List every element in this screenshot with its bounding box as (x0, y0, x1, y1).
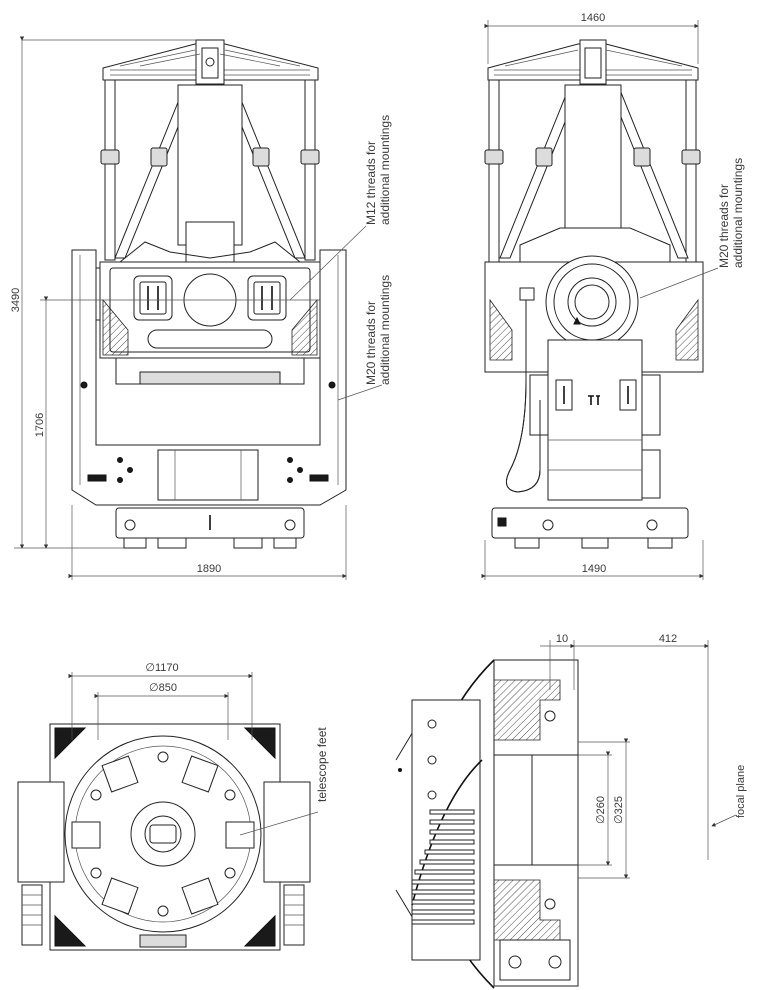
dim-sub-height-label: 1706 (34, 413, 46, 437)
dim-offset-label: 10 (556, 633, 568, 645)
front-dimensions (14, 36, 347, 580)
dim-side-bottom-width: 1490 (582, 563, 606, 575)
side-base (491, 507, 689, 549)
dim-height-label: 3490 (10, 288, 22, 312)
front-base (115, 507, 305, 549)
section-dimensions (540, 640, 737, 879)
leader-m20 (337, 384, 383, 401)
dim-inner-diameter: ∅850 (149, 682, 177, 694)
note-m12-line1: M12 threads for (364, 141, 378, 225)
note-m20-line2: additional mountings (378, 275, 392, 385)
front-fork (71, 249, 347, 506)
note-side-m20-line1: M20 threads for (717, 184, 731, 268)
note-m20-line1: M20 threads for (364, 301, 378, 385)
section-detail: 10 412 ∅260 ∅325 focal plane (395, 633, 747, 989)
note-m12-line2: additional mountings (378, 115, 392, 225)
side-cable-chain (505, 287, 541, 493)
leader-m12 (289, 225, 367, 301)
dim-outer-diameter: ∅1170 (145, 662, 178, 674)
bottom-view: ∅1170 ∅850 telescope feet (17, 662, 329, 951)
side-center (484, 227, 704, 501)
leader-side-m20 (639, 267, 719, 299)
dim-width-label: 1890 (197, 563, 221, 575)
side-truss (484, 79, 701, 263)
section-slots (411, 809, 475, 925)
leader-feet (239, 811, 319, 836)
side-dimensions (481, 20, 704, 580)
front-spider (102, 39, 319, 85)
note-side-m20-line2: additional mountings (731, 158, 745, 268)
dim-bore-325: ∅325 (613, 796, 625, 824)
note-focal-plane: focal plane (735, 765, 747, 818)
dim-depth-label: 412 (659, 633, 677, 645)
dim-bore-260: ∅260 (595, 796, 607, 824)
front-center-section (71, 241, 347, 385)
front-truss (100, 79, 320, 263)
dim-side-top-width: 1460 (581, 12, 605, 24)
side-view: 1460 1490 M20 threads for additional mou… (481, 12, 745, 580)
front-view: 3490 1706 1890 M12 threads for additiona… (10, 36, 392, 580)
note-telescope-feet: telescope feet (315, 727, 329, 802)
side-spider (487, 39, 699, 85)
